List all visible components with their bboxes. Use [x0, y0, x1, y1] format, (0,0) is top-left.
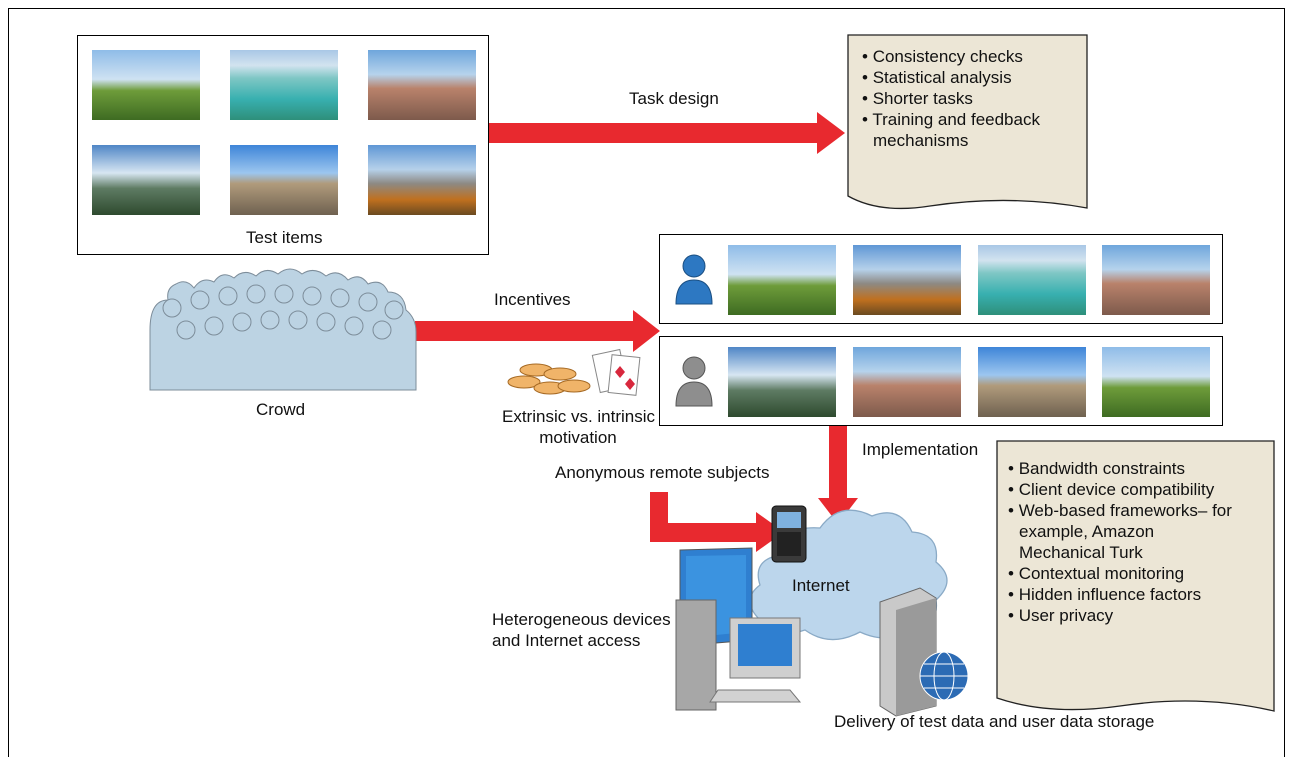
castle-photo [1102, 347, 1210, 417]
task-design-arrow [489, 112, 845, 154]
anonymous-arrow [650, 492, 784, 552]
coins-icon [507, 363, 591, 395]
implementation-arrow [818, 426, 858, 524]
task-design-label: Task design [629, 89, 719, 108]
task-note-item: Consistency checks [862, 46, 1077, 67]
implementation-note-item: User privacy [1008, 605, 1268, 626]
motivation-label: Extrinsic vs. intrinsic motivation [502, 406, 656, 448]
cards-icon [591, 348, 641, 396]
lake-photo [230, 50, 338, 120]
server-icon [879, 587, 937, 717]
implementation-note-item: Bandwidth constraints [1008, 458, 1268, 479]
devices-line-2: and Internet access [492, 631, 641, 650]
task-note-item: Training and feedback mechanisms [862, 109, 1077, 151]
gate-photo [978, 347, 1086, 417]
motivation-line-2: motivation [539, 428, 617, 447]
motivation-line-1: Extrinsic vs. intrinsic [502, 407, 656, 426]
incentives-arrow [415, 310, 660, 352]
task-design-notes: Consistency checks Statistical analysis … [862, 46, 1077, 151]
valley-photo [728, 347, 836, 417]
castle-photo [728, 245, 836, 315]
implementation-notes: Bandwidth constraints Client device comp… [1008, 458, 1268, 626]
mountain-photo [853, 245, 961, 315]
crowd-label: Crowd [256, 400, 306, 419]
gate-photo [230, 145, 338, 215]
user-icon [675, 356, 713, 407]
city-photo [368, 50, 476, 120]
city-photo [853, 347, 961, 417]
incentives-label: Incentives [494, 290, 571, 309]
task-note-item: Statistical analysis [862, 67, 1077, 88]
internet-label: Internet [792, 576, 850, 595]
valley-photo [92, 145, 200, 215]
figure-frame [8, 8, 1285, 757]
delivery-label: Delivery of test data and user data stor… [834, 712, 1155, 731]
smartphone-icon [771, 505, 807, 563]
globe-icon [919, 651, 969, 701]
anonymous-label: Anonymous remote subjects [555, 463, 770, 482]
user-icon [675, 254, 713, 305]
implementation-note-item: Hidden influence factors [1008, 584, 1268, 605]
city-photo [1102, 245, 1210, 315]
devices-label: Heterogeneous devices and Internet acces… [492, 609, 671, 651]
test-items-label: Test items [246, 228, 323, 247]
implementation-label: Implementation [862, 440, 979, 459]
mountain-photo [368, 145, 476, 215]
desktop-icon [675, 547, 802, 711]
implementation-note-item: Contextual monitoring [1008, 563, 1268, 584]
task-note-item: Shorter tasks [862, 88, 1077, 109]
lake-photo [978, 245, 1086, 315]
castle-photo [92, 50, 200, 120]
implementation-note-item: Client device compatibility [1008, 479, 1268, 500]
crowd-icon [149, 268, 417, 391]
implementation-note-item: Web-based frameworks– for example, Amazo… [1008, 500, 1239, 563]
devices-line-1: Heterogeneous devices [492, 610, 671, 629]
